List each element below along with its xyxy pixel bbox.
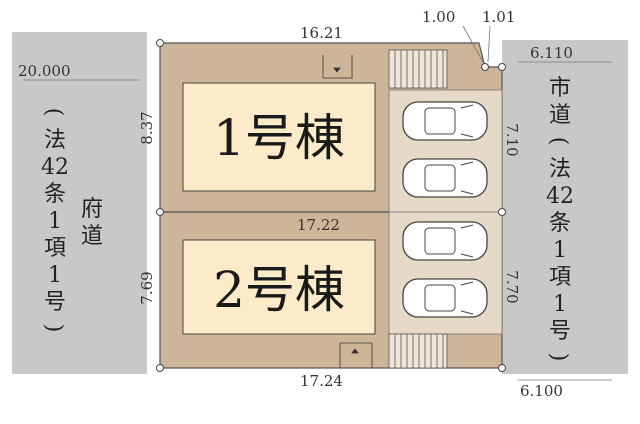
svg-text:項: 項 xyxy=(44,236,66,261)
svg-text:1: 1 xyxy=(553,292,567,317)
left-road-label-a: ( 法 42 条 1 項 1 号 ) xyxy=(41,108,69,333)
right-road-width-bottom: 6.100 xyxy=(520,382,563,400)
svg-text:1: 1 xyxy=(553,238,567,263)
car-2 xyxy=(402,158,488,198)
car-3 xyxy=(402,221,488,261)
svg-text:道: 道 xyxy=(81,224,103,249)
svg-text:42: 42 xyxy=(41,155,69,180)
svg-text:項: 項 xyxy=(549,265,571,290)
svg-text:42: 42 xyxy=(546,184,574,209)
right-road xyxy=(502,40,628,374)
dim-corner-b: 1.01 xyxy=(482,8,515,26)
svg-text:市: 市 xyxy=(549,76,571,101)
car-1 xyxy=(402,101,488,141)
dimension-lines xyxy=(23,25,612,381)
svg-text:号: 号 xyxy=(549,319,571,344)
svg-text:法: 法 xyxy=(44,128,66,153)
building-2 xyxy=(182,239,376,335)
svg-text:): ) xyxy=(41,324,66,333)
left-road-label-b: 府 道 xyxy=(81,197,103,249)
svg-text:1: 1 xyxy=(48,209,62,234)
dim-top: 16.21 xyxy=(300,24,343,42)
svg-text:(: ( xyxy=(41,108,66,117)
entry-marker-2 xyxy=(339,342,373,368)
building-1-label: 1号棟 xyxy=(213,109,345,167)
svg-text:条: 条 xyxy=(549,211,571,236)
svg-text:(: ( xyxy=(546,137,571,146)
svg-text:1: 1 xyxy=(48,263,62,288)
left-road xyxy=(12,32,147,374)
right-road-label: 市 道 ( 法 42 条 1 項 1 号 ) xyxy=(546,76,574,361)
svg-text:法: 法 xyxy=(549,157,571,182)
stairs-top xyxy=(388,49,448,89)
entry-marker-1 xyxy=(322,55,353,79)
dim-right-upper: 7.10 xyxy=(503,123,521,156)
boundary-points xyxy=(156,39,506,372)
dim-bottom: 17.24 xyxy=(300,372,343,390)
stairs-bottom xyxy=(388,333,448,369)
building-2-label: 2号棟 xyxy=(213,261,345,319)
left-road-width: 20.000 xyxy=(18,62,71,80)
car-4 xyxy=(402,278,488,318)
svg-text:): ) xyxy=(546,353,571,362)
dim-left-lower: 7.69 xyxy=(138,271,156,304)
svg-text:条: 条 xyxy=(44,182,66,207)
dim-middle: 17.22 xyxy=(297,216,340,234)
svg-text:道: 道 xyxy=(549,103,571,128)
dim-corner-a: 1.00 xyxy=(422,8,455,26)
svg-text:府: 府 xyxy=(81,197,103,222)
right-road-width-top: 6.110 xyxy=(530,44,573,62)
dim-left-upper: 8.37 xyxy=(138,111,156,144)
building-1 xyxy=(182,82,376,192)
svg-text:号: 号 xyxy=(44,290,66,315)
dim-right-lower: 7.70 xyxy=(503,270,521,303)
